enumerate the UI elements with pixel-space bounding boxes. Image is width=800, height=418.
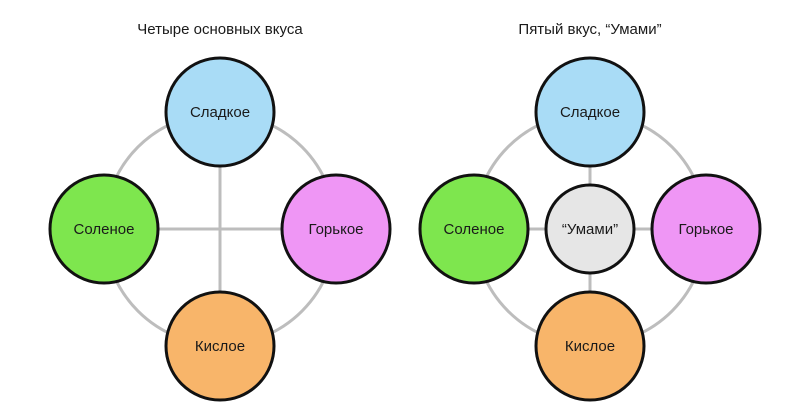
node-bitter: Горькое bbox=[280, 173, 392, 285]
bitter-circle bbox=[280, 173, 392, 285]
node-bitter-2: Горькое bbox=[650, 173, 762, 285]
four-tastes-diagram: Четыре основных вкуса Сладкое Соленое Го… bbox=[48, 21, 392, 402]
sour-label: Кислое bbox=[195, 338, 245, 355]
node-salty: Соленое bbox=[48, 173, 160, 285]
node-sour: Кислое bbox=[164, 290, 276, 402]
umami-title: Пятый вкус, “Умами” bbox=[518, 21, 661, 38]
node-sweet: Сладкое bbox=[164, 56, 276, 168]
node-umami: “Умами” bbox=[544, 183, 636, 275]
umami-label: “Умами” bbox=[562, 221, 618, 238]
salty-circle bbox=[48, 173, 160, 285]
sour-label: Кислое bbox=[565, 338, 615, 355]
node-salty-2: Соленое bbox=[418, 173, 530, 285]
four-tastes-title: Четыре основных вкуса bbox=[137, 21, 303, 38]
salty-label: Соленое bbox=[74, 221, 135, 238]
umami-circle bbox=[544, 183, 636, 275]
sweet-label: Сладкое bbox=[190, 104, 250, 121]
bitter-label: Горькое bbox=[308, 221, 363, 238]
sweet-circle bbox=[164, 56, 276, 168]
node-sweet-2: Сладкое bbox=[534, 56, 646, 168]
sour-circle bbox=[164, 290, 276, 402]
bitter-circle bbox=[650, 173, 762, 285]
salty-label: Соленое bbox=[444, 221, 505, 238]
umami-diagram: Пятый вкус, “Умами” Сладкое Соленое “Ума… bbox=[418, 21, 762, 402]
bitter-label: Горькое bbox=[678, 221, 733, 238]
salty-circle bbox=[418, 173, 530, 285]
sweet-label: Сладкое bbox=[560, 104, 620, 121]
node-sour-2: Кислое bbox=[534, 290, 646, 402]
sweet-circle bbox=[534, 56, 646, 168]
sour-circle bbox=[534, 290, 646, 402]
